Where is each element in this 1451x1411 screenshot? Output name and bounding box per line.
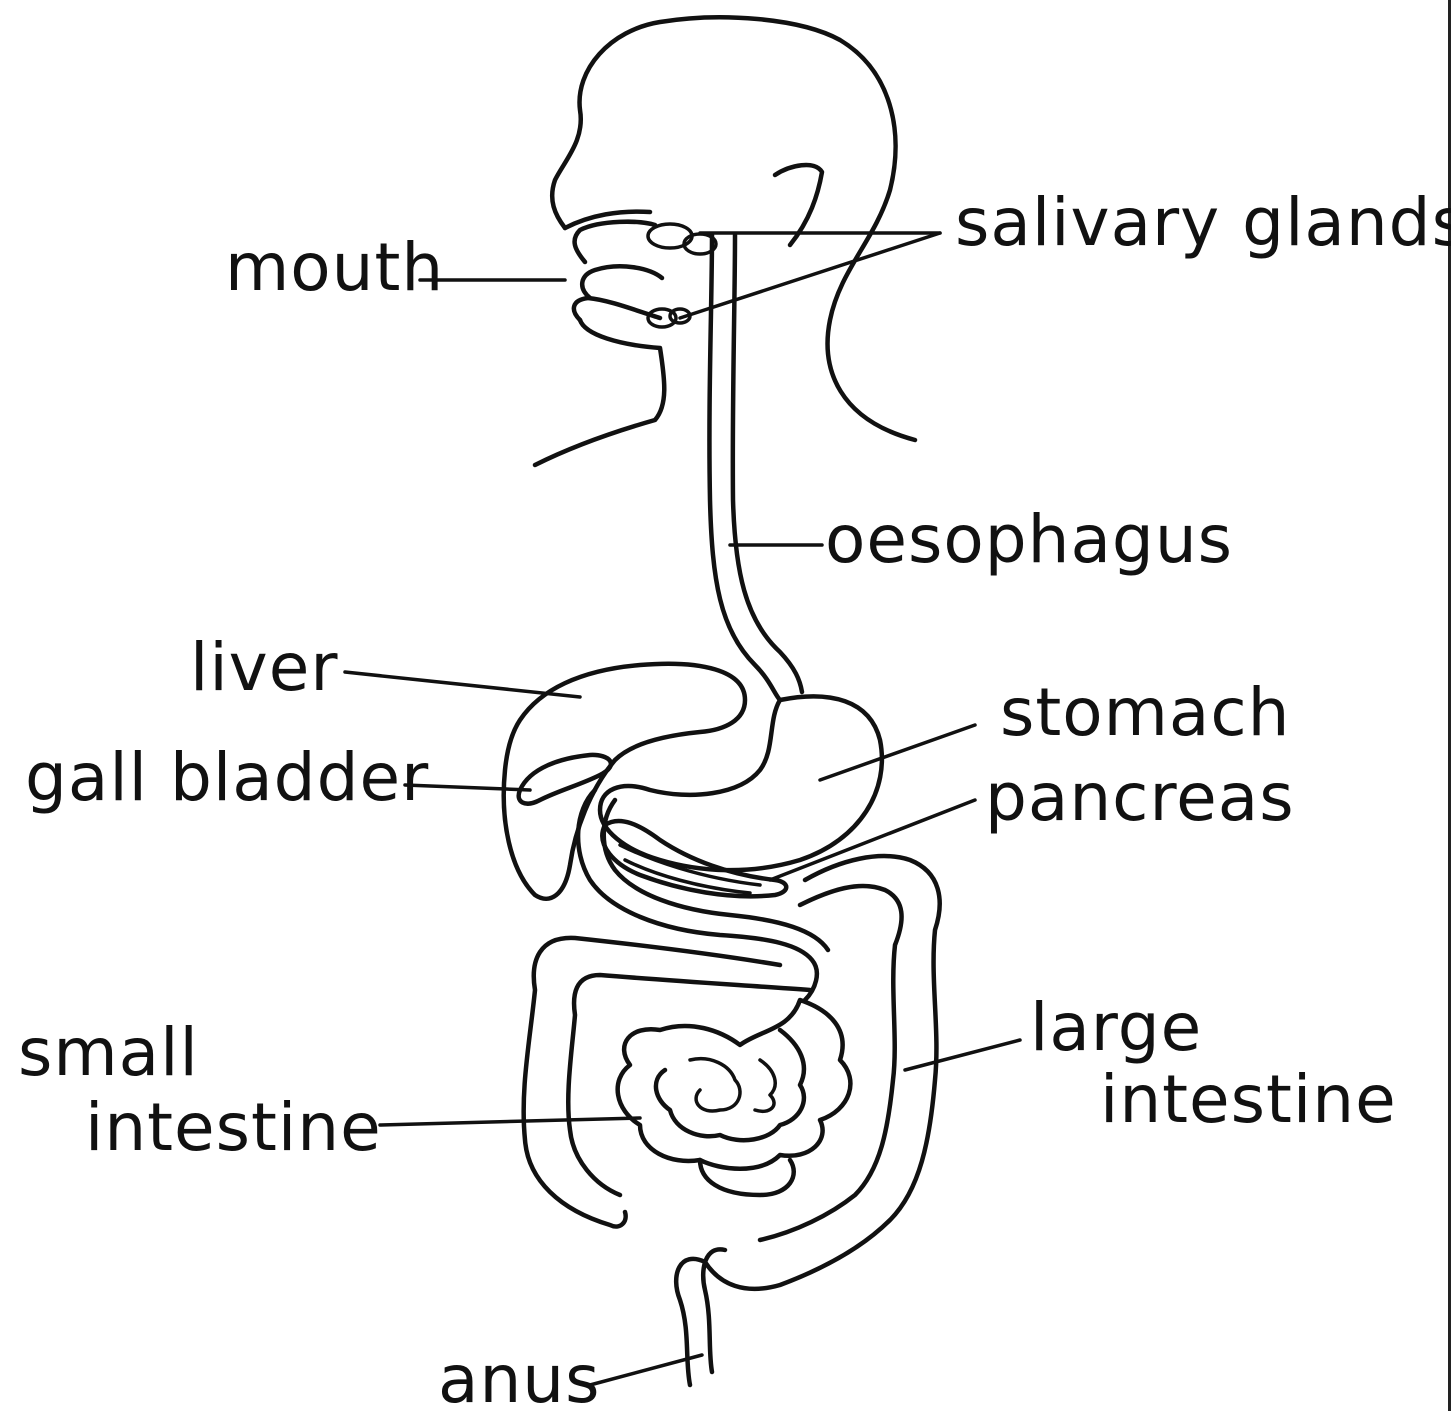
head-outline [535,17,915,465]
leader-pancreas [770,800,975,880]
leader-stomach [820,725,975,780]
small-intestine-shape [618,1000,851,1195]
leader-small-intestine [380,1118,640,1125]
stomach-shape [600,696,882,870]
label-oesophagus: oesophagus [825,501,1233,578]
label-pancreas: pancreas [985,759,1295,836]
leader-large-intestine [905,1040,1020,1070]
label-gall-bladder: gall bladder [25,739,429,816]
leader-anus [590,1355,702,1385]
label-large-intestine-line2: intestine [1100,1061,1397,1138]
label-anus: anus [438,1341,601,1411]
rectum-tube [676,1249,725,1385]
label-small-intestine-line2: intestine [85,1089,382,1166]
leader-liver [345,672,580,697]
label-salivary-glands: salivary glands [955,184,1451,261]
label-mouth: mouth [225,229,444,306]
label-liver: liver [190,629,338,706]
leader-salivary-lower [680,233,940,318]
label-large-intestine-line1: large [1030,989,1202,1066]
label-small-intestine-line1: small [18,1014,199,1091]
gall-bladder-shape [519,755,611,804]
label-stomach: stomach [1000,674,1291,751]
leader-lines [345,233,1020,1385]
